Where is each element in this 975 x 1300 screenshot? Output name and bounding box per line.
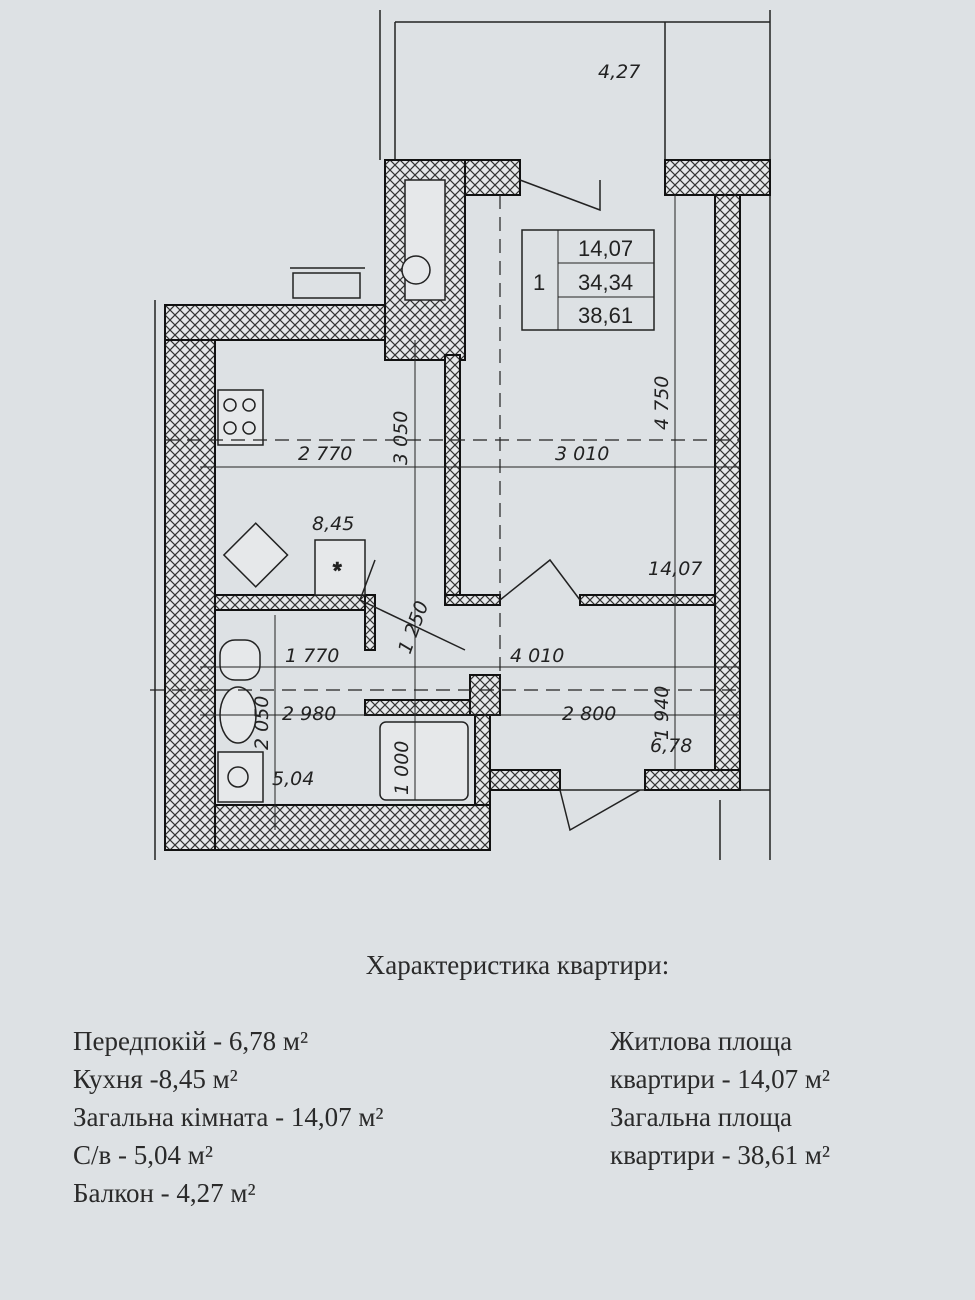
dim-hall-width2: 2 800 bbox=[562, 703, 616, 725]
door-swing bbox=[359, 559, 466, 651]
dim-hall-length: 1 940 bbox=[651, 686, 673, 740]
guide-lines bbox=[154, 10, 771, 860]
spec-hallway: Передпокій - 6,78 м² bbox=[73, 1026, 309, 1056]
fridge-icon bbox=[314, 539, 366, 596]
spec-balcony: Балкон - 4,27 м² bbox=[73, 1178, 256, 1208]
living-room-area-label: 14,07 bbox=[648, 558, 702, 580]
specs-title: Характеристика квартири: bbox=[365, 950, 670, 980]
door-swing bbox=[499, 558, 581, 601]
spec-total-area-label: Загальна площа bbox=[610, 1102, 792, 1132]
fridge-star-icon: * bbox=[333, 558, 342, 583]
spec-kitchen: Кухня -8,45 м² bbox=[73, 1064, 238, 1094]
boiler-icon bbox=[401, 255, 431, 285]
bathroom-area-label: 5,04 bbox=[272, 768, 314, 790]
spec-total-area-value: квартири - 38,61 м² bbox=[610, 1140, 831, 1170]
toilet-icon bbox=[219, 639, 261, 681]
floor-plan: * 1 14,07 34,34 38,61 4,27 8,45 14,07 bbox=[150, 10, 771, 860]
apartment-summary-box: 1 14,07 34,34 38,61 bbox=[521, 229, 655, 331]
dim-room-width: 3 010 bbox=[555, 443, 609, 465]
walls bbox=[164, 159, 771, 851]
sink-icon bbox=[222, 522, 289, 588]
dim-kitchen-width: 2 770 bbox=[298, 443, 352, 465]
bathtub-icon bbox=[379, 721, 469, 801]
axis-lines bbox=[150, 195, 740, 700]
living-area-value: 14,07 bbox=[578, 236, 633, 261]
dim-room-length: 4 750 bbox=[651, 376, 673, 430]
spec-living-room: Загальна кімната - 14,07 м² bbox=[73, 1102, 384, 1132]
balcony-area-label: 4,27 bbox=[598, 61, 640, 83]
kitchen-area-label: 8,45 bbox=[312, 513, 354, 535]
dim-bath-width2: 2 980 bbox=[282, 703, 336, 725]
spec-bathroom: С/в - 5,04 м² bbox=[73, 1140, 213, 1170]
dim-bath-width: 1 770 bbox=[285, 645, 339, 667]
dim-hall-width: 4 010 bbox=[510, 645, 564, 667]
room-count: 1 bbox=[533, 270, 545, 295]
fixtures: * bbox=[217, 179, 641, 832]
hallway-area-label: 6,78 bbox=[650, 735, 692, 757]
specs-left-list: Передпокій - 6,78 м² Кухня -8,45 м² Зага… bbox=[73, 1022, 384, 1212]
dim-bath-length: 2 050 bbox=[251, 696, 273, 750]
balcony-door-swing bbox=[519, 179, 601, 212]
entrance-door-swing bbox=[559, 789, 641, 832]
total-area-value: 38,61 bbox=[578, 303, 633, 328]
dimension-lines bbox=[200, 195, 740, 830]
usable-area-value: 34,34 bbox=[578, 270, 633, 295]
stove-icon bbox=[217, 389, 264, 446]
dim-tub-length: 1 000 bbox=[391, 741, 413, 795]
specs-right-list: Житлова площа квартири - 14,07 м² Загаль… bbox=[610, 1022, 830, 1174]
dim-corridor-width: 1 250 bbox=[394, 598, 433, 657]
spec-living-area-label: Житлова площа bbox=[610, 1026, 793, 1056]
dim-kitchen-length: 3 050 bbox=[390, 411, 412, 465]
spec-living-area-value: квартири - 14,07 м² bbox=[610, 1064, 831, 1094]
